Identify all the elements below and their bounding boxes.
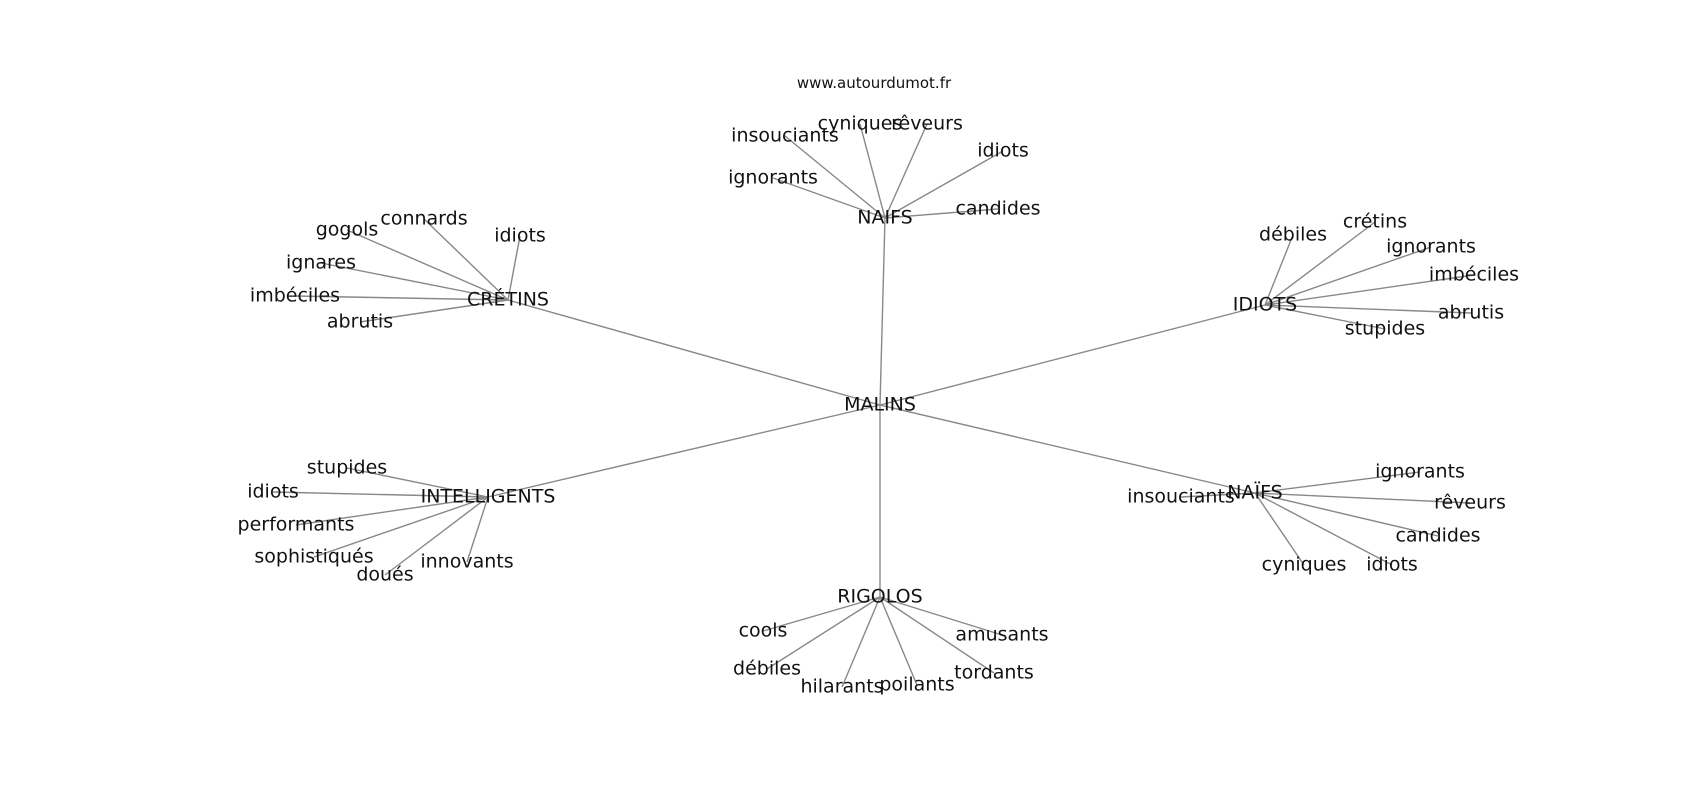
leaf-node: sophistiqués — [254, 546, 373, 568]
leaf-node: innovants — [420, 551, 513, 573]
edge-cluster-to-leaf — [1264, 274, 1475, 306]
leaf-node: idiots — [977, 140, 1029, 162]
leaf-node: cyniques — [1262, 554, 1347, 576]
leaf-node: abrutis — [327, 311, 393, 333]
cluster-node: IDIOTS — [1233, 294, 1297, 316]
center-node: MALINS — [844, 394, 916, 416]
cluster-node: RIGOLOS — [837, 586, 922, 608]
edge-cluster-to-leaf — [1254, 492, 1305, 566]
edge-cluster-to-leaf — [272, 491, 489, 498]
leaf-node: ignorants — [1386, 236, 1476, 258]
leaf-node: gogols — [316, 219, 379, 241]
leaf-node: ignares — [286, 252, 356, 274]
edge-cluster-to-leaf — [320, 262, 509, 301]
leaf-node: hilarants — [800, 676, 883, 698]
leaf-node: performants — [238, 514, 355, 536]
leaf-node: ignorants — [728, 167, 818, 189]
edge-cluster-to-leaf — [884, 150, 1004, 219]
edge-cluster-to-leaf — [294, 295, 509, 301]
edge-cluster-to-leaf — [346, 229, 509, 301]
labels-layer: www.autourdumot.fr MALINS NAIFS insouciant… — [238, 74, 1520, 698]
leaf-node: candides — [1395, 525, 1480, 547]
leaf-node: abrutis — [1438, 302, 1504, 324]
leaf-node: imbéciles — [250, 285, 340, 307]
edge-cluster-to-leaf — [313, 496, 489, 558]
edge-cluster-to-leaf — [1264, 304, 1386, 330]
edge-center-to-cluster — [879, 304, 1266, 406]
edge-cluster-to-leaf — [466, 496, 489, 563]
edge-cluster-to-leaf — [879, 596, 918, 686]
leaf-node: connards — [380, 208, 467, 230]
edge-cluster-to-leaf — [766, 596, 881, 670]
edge-cluster-to-leaf — [1254, 492, 1439, 537]
leaf-node: ignorants — [1375, 461, 1465, 483]
leaf-node: rêveurs — [1434, 492, 1506, 514]
edge-cluster-to-leaf — [1264, 246, 1432, 306]
edge-cluster-to-leaf — [1264, 304, 1472, 314]
edge-cluster-to-leaf — [346, 467, 489, 498]
leaf-node: rêveurs — [891, 113, 963, 135]
edge-center-to-cluster — [879, 404, 1256, 494]
edge-center-to-cluster — [879, 217, 886, 406]
leaf-node: crétins — [1343, 211, 1407, 233]
leaf-node: tordants — [954, 662, 1034, 684]
leaf-node: cyniques — [818, 113, 903, 135]
edge-cluster-to-leaf — [1264, 221, 1376, 306]
leaf-node: idiots — [1366, 554, 1418, 576]
edge-center-to-cluster — [487, 404, 881, 498]
edge-cluster-to-leaf — [772, 177, 886, 219]
edge-cluster-to-leaf — [359, 299, 509, 323]
cluster-node: CRÉTINS — [467, 288, 549, 311]
edge-center-to-cluster — [507, 299, 881, 406]
leaf-node: débiles — [733, 658, 801, 680]
leaf-node: insouciants — [1127, 486, 1235, 508]
cluster-node: NAIFS — [857, 207, 912, 229]
cluster-node: INTELLIGENTS — [421, 486, 556, 508]
leaf-node: doués — [356, 564, 413, 586]
edge-cluster-to-leaf — [1264, 234, 1294, 306]
leaf-node: candides — [955, 198, 1040, 220]
leaf-node: idiots — [494, 225, 546, 247]
leaf-node: amusants — [955, 624, 1048, 646]
edge-cluster-to-leaf — [884, 123, 928, 219]
edges-layer — [272, 123, 1475, 688]
edge-cluster-to-leaf — [295, 496, 489, 526]
cluster-node: NAÏFS — [1227, 481, 1282, 504]
leaf-node: stupides — [307, 457, 387, 479]
edge-cluster-to-leaf — [884, 208, 999, 219]
edge-cluster-to-leaf — [423, 218, 509, 301]
edge-cluster-to-leaf — [1254, 492, 1393, 566]
leaf-node: idiots — [247, 481, 299, 503]
edge-cluster-to-leaf — [384, 496, 489, 576]
leaf-node: poilants — [879, 674, 954, 696]
edge-cluster-to-leaf — [507, 235, 521, 301]
edge-cluster-to-leaf — [1254, 492, 1471, 504]
edge-cluster-to-leaf — [879, 596, 995, 674]
edge-cluster-to-leaf — [1180, 492, 1256, 498]
edge-cluster-to-leaf — [859, 123, 886, 219]
leaf-node: imbéciles — [1429, 264, 1519, 286]
leaf-node: cools — [739, 620, 788, 642]
edge-cluster-to-leaf — [762, 596, 881, 632]
edge-cluster-to-leaf — [784, 135, 886, 219]
edge-cluster-to-leaf — [841, 596, 881, 688]
edge-cluster-to-leaf — [879, 596, 1003, 636]
edge-cluster-to-leaf — [1254, 471, 1421, 494]
leaf-node: stupides — [1345, 318, 1425, 340]
source-label: www.autourdumot.fr — [797, 74, 952, 92]
leaf-node: débiles — [1259, 224, 1327, 246]
leaf-node: insouciants — [731, 125, 839, 147]
